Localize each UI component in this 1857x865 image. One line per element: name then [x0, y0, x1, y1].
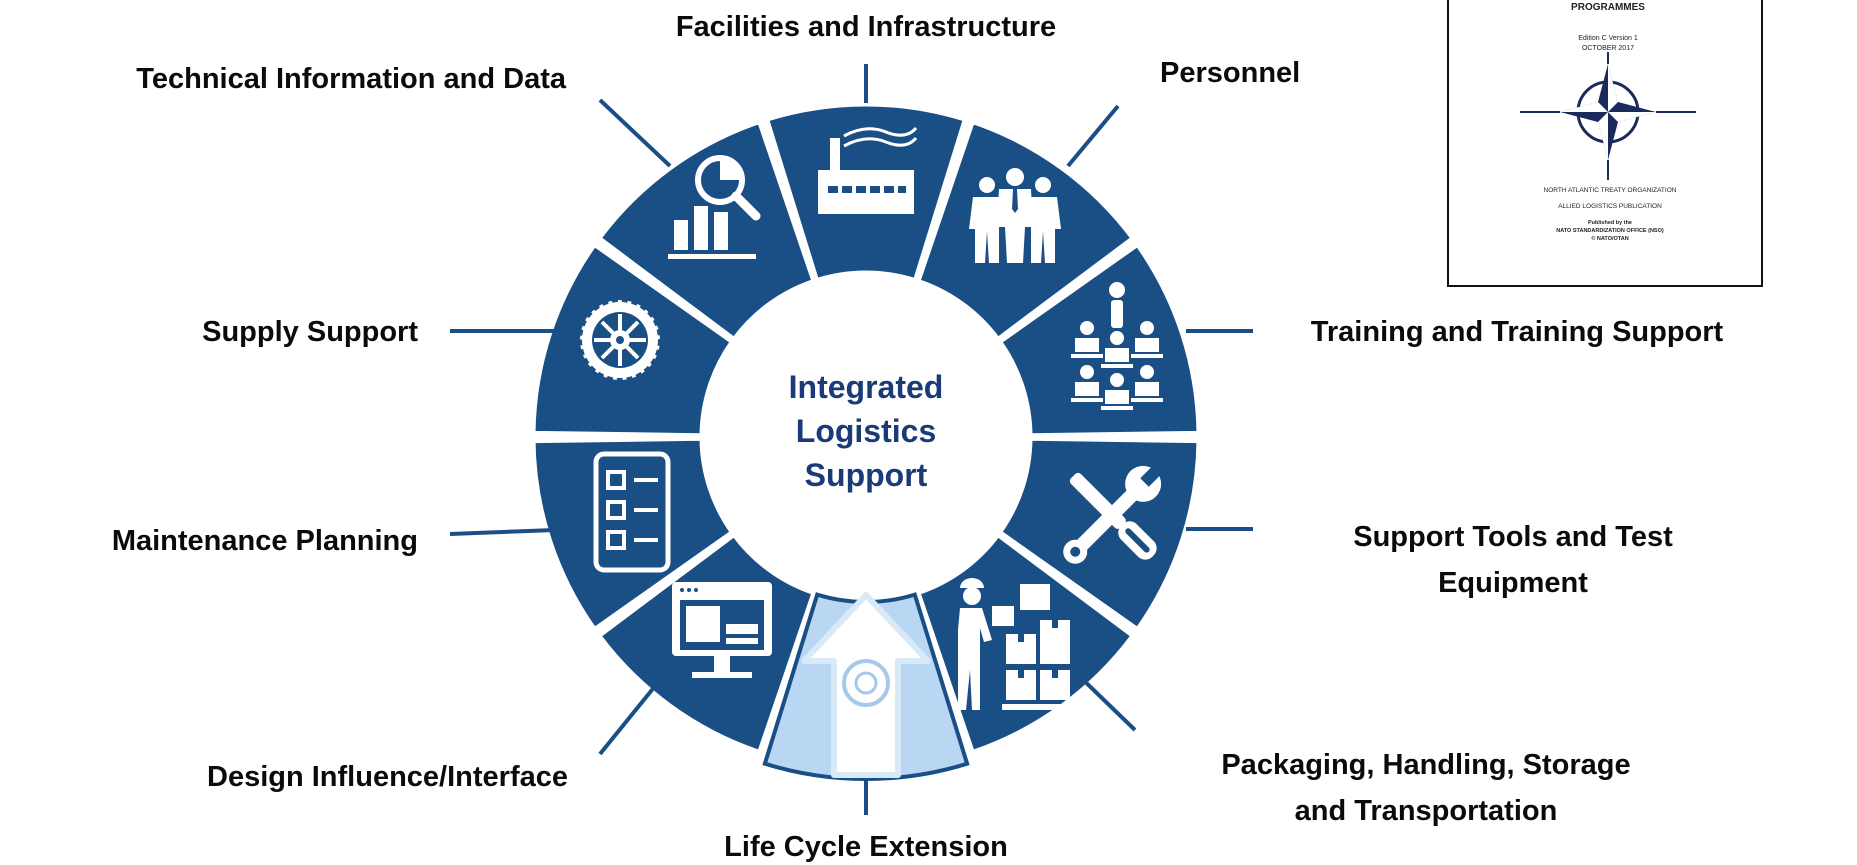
- connector-personnel: [1066, 104, 1120, 168]
- worker-boxes-icon: [958, 578, 1074, 710]
- segment-personnel[interactable]: [917, 120, 1134, 341]
- connector-technical: [598, 98, 672, 168]
- publication-copyright: © NATO/OTAN: [1591, 235, 1628, 242]
- center-title-line1: Integrated: [789, 369, 944, 405]
- people-group-icon: [969, 168, 1061, 263]
- checklist-icon: [593, 451, 671, 573]
- center-title-line3: Support: [805, 457, 928, 493]
- label-maintenance: Maintenance Planning: [112, 525, 418, 557]
- segment-maintenance[interactable]: [532, 437, 734, 631]
- chart-magnifier-icon: [668, 155, 761, 259]
- monitor-icon: [672, 582, 772, 678]
- label-life-cycle: Life Cycle Extension: [724, 831, 1008, 863]
- label-support-tools-line2: Equipment: [1438, 567, 1588, 599]
- label-packaging-line1: Packaging, Handling, Storage: [1221, 749, 1630, 781]
- arrow-cycle-icon: [801, 592, 931, 778]
- publication-edition: Edition C Version 1: [1578, 35, 1638, 42]
- publication-published-by: Published by the: [1588, 220, 1632, 226]
- connector-packaging: [1073, 670, 1137, 732]
- wrench-screwdriver-icon: [1063, 464, 1163, 564]
- label-facilities: Facilities and Infrastructure: [676, 11, 1056, 43]
- nato-compass-rose-icon: [1520, 52, 1696, 180]
- factory-icon: [818, 126, 918, 214]
- publication-thumbnail: PROGRAMMES Edition C Version 1 OCTOBER 2…: [1447, 0, 1763, 287]
- connector-maintenance: [449, 528, 556, 536]
- label-training: Training and Training Support: [1311, 316, 1724, 348]
- label-supply: Supply Support: [202, 316, 418, 348]
- center-title-line2: Logistics: [796, 413, 936, 449]
- center-title: Integrated Logistics Support: [789, 369, 944, 493]
- publication-type: ALLIED LOGISTICS PUBLICATION: [1558, 203, 1662, 210]
- label-design: Design Influence/Interface: [207, 761, 568, 793]
- publication-org: NORTH ATLANTIC TREATY ORGANIZATION: [1544, 187, 1677, 194]
- label-packaging-line2: and Transportation: [1295, 795, 1558, 827]
- segment-labels: Facilities and Infrastructure Personnel …: [112, 11, 1724, 863]
- label-personnel: Personnel: [1160, 57, 1300, 89]
- label-support-tools-line1: Support Tools and Test: [1353, 521, 1673, 553]
- publication-date: OCTOBER 2017: [1582, 45, 1634, 52]
- publication-header: PROGRAMMES: [1571, 2, 1645, 13]
- classroom-icon: [1071, 282, 1163, 410]
- label-technical: Technical Information and Data: [136, 63, 567, 95]
- connector-design: [598, 678, 662, 756]
- publication-office: NATO STANDARDIZATION OFFICE (NSO): [1556, 228, 1664, 234]
- tire-icon: [578, 298, 662, 382]
- connectors: [449, 64, 1253, 815]
